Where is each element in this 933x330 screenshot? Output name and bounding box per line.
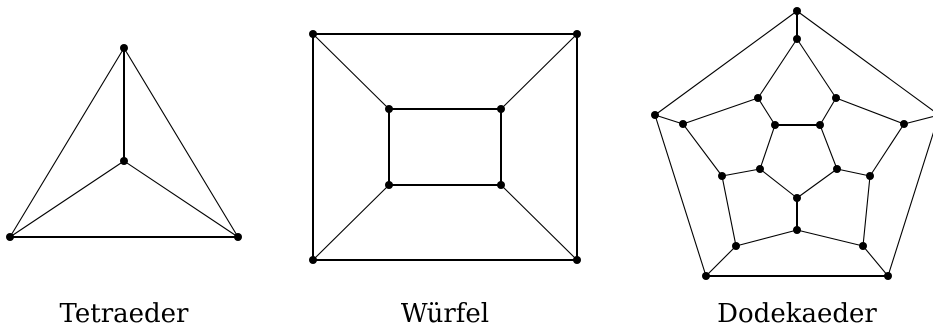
tetrahedron-label: Tetraeder: [60, 299, 190, 329]
dodecahedron-graph: [651, 7, 933, 280]
cube-graph: [309, 30, 581, 264]
tetrahedron-graph: [6, 44, 242, 241]
dodecahedron-label: Dodekaeder: [717, 299, 877, 329]
cube-label: Würfel: [401, 299, 489, 329]
